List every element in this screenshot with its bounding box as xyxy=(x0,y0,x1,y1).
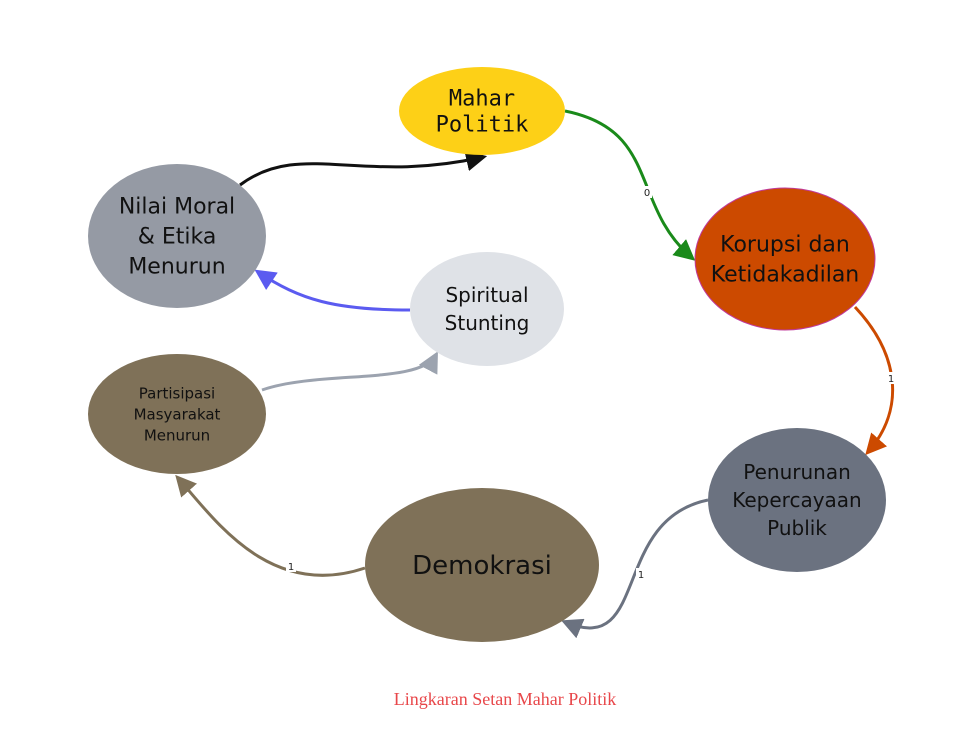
node-shape xyxy=(694,187,876,331)
node-label-line: Ketidakadilan xyxy=(711,263,860,288)
node-label-line: Masyarakat xyxy=(134,405,221,423)
node-shape xyxy=(399,67,565,155)
edge-label: 1 xyxy=(288,562,294,573)
edge-penurunan-demokrasi xyxy=(561,498,709,639)
node-label-line: Menurun xyxy=(144,426,210,444)
node-shape xyxy=(708,428,886,572)
node-label-line: & Etika xyxy=(138,225,217,250)
node-shape xyxy=(365,488,599,642)
node-label-line: Publik xyxy=(767,516,827,540)
edge-label-bg xyxy=(886,372,896,384)
edge-label-bg xyxy=(636,568,646,580)
edge-label-bg xyxy=(642,186,652,198)
node-label-line: Nilai Moral xyxy=(119,195,235,220)
diagram-caption: Lingkaran Setan Mahar Politik xyxy=(394,689,616,709)
edge-spiritual-nilai xyxy=(254,269,411,312)
node-label-line: Kepercayaan xyxy=(732,488,861,512)
node-label-line: Demokrasi xyxy=(412,551,552,581)
node-label-line: Penurunan xyxy=(743,460,851,484)
node-shape xyxy=(88,354,266,474)
node-label-line: Menurun xyxy=(128,255,225,280)
node-label-line: Stunting xyxy=(445,311,530,335)
edge-demokrasi-partisipasi xyxy=(175,474,366,577)
node-label-line: Spiritual xyxy=(445,283,528,307)
node-label-line: Mahar xyxy=(449,87,515,112)
node-shape xyxy=(88,164,266,308)
node-demokrasi: Demokrasi xyxy=(365,488,599,642)
node-shape xyxy=(410,252,564,366)
edge-nilai-mahar xyxy=(239,150,488,187)
edge-mahar-korupsi xyxy=(564,109,696,261)
node-label-line: Korupsi dan xyxy=(720,233,850,258)
node-label-line: Politik xyxy=(436,113,529,138)
edge-label: 1 xyxy=(888,374,894,385)
edge-label-bg xyxy=(286,560,296,572)
edge-label: 0 xyxy=(644,188,650,199)
edge-label: 1 xyxy=(638,570,644,581)
node-label-line: Partisipasi xyxy=(139,384,215,402)
edges-layer: 0 1 1 1 xyxy=(175,109,896,639)
edge-partisipasi-spiritual xyxy=(261,351,438,392)
